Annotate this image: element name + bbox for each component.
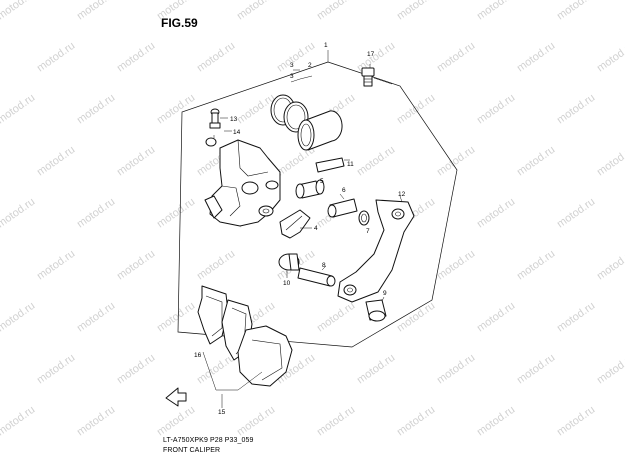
watermark-text: motod.ru bbox=[115, 40, 157, 75]
callout-c13: 13 bbox=[230, 116, 238, 123]
watermark-text: motod.ru bbox=[75, 300, 117, 335]
watermark-layer: motod.ru motod.ru motod.ru motod.ru motod.ru… bbox=[0, 0, 625, 438]
figure-name: FRONT CALIPER bbox=[163, 447, 220, 454]
watermark-text: motod.ru bbox=[155, 0, 197, 22]
callout-c3a: 3 bbox=[290, 62, 294, 69]
watermark-text: motod.ru bbox=[435, 352, 477, 387]
watermark-text: motod.ru bbox=[475, 0, 517, 22]
callout-c7: 7 bbox=[366, 228, 370, 235]
part-pin-11[interactable] bbox=[316, 158, 350, 172]
watermark-text: motod.ru bbox=[555, 404, 597, 439]
callout-c15: 15 bbox=[218, 409, 226, 416]
watermark-text: motod.ru bbox=[595, 248, 625, 283]
watermark-text: motod.ru bbox=[555, 0, 597, 22]
watermark-text: motod.ru bbox=[35, 40, 77, 75]
watermark-text: motod.ru bbox=[35, 248, 77, 283]
watermark-text: motod.ru bbox=[75, 196, 117, 231]
watermark-text: motod.ru bbox=[595, 144, 625, 179]
watermark-text: motod.ru bbox=[0, 196, 37, 231]
watermark-text: motod.ru bbox=[395, 300, 437, 335]
part-spring-4[interactable] bbox=[280, 210, 312, 238]
watermark-text: motod.ru bbox=[155, 196, 197, 231]
watermark-text: motod.ru bbox=[0, 92, 37, 127]
watermark-text: motod.ru bbox=[475, 404, 517, 439]
watermark-text: motod.ru bbox=[395, 404, 437, 439]
watermark-text: motod.ru bbox=[355, 40, 397, 75]
callout-c5: 5 bbox=[320, 178, 324, 185]
callout-c11: 11 bbox=[347, 161, 354, 168]
watermark-text: motod.ru bbox=[555, 196, 597, 231]
watermark-text: motod.ru bbox=[275, 40, 317, 75]
part-bleeder-13[interactable] bbox=[210, 109, 228, 128]
watermark-text: motod.ru bbox=[75, 0, 117, 22]
callout-c10: 10 bbox=[283, 280, 291, 287]
part-pin-8[interactable] bbox=[298, 266, 335, 286]
callout-c6: 6 bbox=[342, 187, 346, 194]
watermark-text: motod.ru bbox=[35, 144, 77, 179]
watermark-text: motod.ru bbox=[475, 300, 517, 335]
callout-c17: 17 bbox=[367, 51, 375, 58]
watermark-text: motod.ru bbox=[75, 92, 117, 127]
front-arrow-icon bbox=[166, 388, 186, 406]
watermark-text: motod.ru bbox=[315, 404, 357, 439]
callout-c3b: 3 bbox=[290, 73, 294, 80]
watermark-text: motod.ru bbox=[555, 92, 597, 127]
watermark-text: motod.ru bbox=[115, 248, 157, 283]
callout-c1: 1 bbox=[324, 42, 328, 49]
watermark-text: motod.ru bbox=[0, 404, 37, 439]
callout-c2: 2 bbox=[308, 62, 312, 69]
watermark-text: motod.ru bbox=[555, 300, 597, 335]
watermark-text: motod.ru bbox=[595, 40, 625, 75]
watermark-text: motod.ru bbox=[315, 300, 357, 335]
watermark-text: motod.ru bbox=[0, 0, 37, 22]
watermark-text: motod.ru bbox=[515, 248, 557, 283]
part-sleeve-6[interactable] bbox=[328, 194, 357, 217]
watermark-text: motod.ru bbox=[475, 92, 517, 127]
watermark-text: motod.ru bbox=[475, 196, 517, 231]
callout-c9: 9 bbox=[383, 290, 387, 297]
part-ring-7[interactable] bbox=[359, 211, 369, 225]
callout-c16: 16 bbox=[194, 352, 202, 359]
callout-c4: 4 bbox=[314, 225, 318, 232]
watermark-text: motod.ru bbox=[195, 40, 237, 75]
watermark-text: motod.ru bbox=[155, 404, 197, 439]
watermark-text: motod.ru bbox=[595, 352, 625, 387]
watermark-text: motod.ru bbox=[515, 144, 557, 179]
watermark-text: motod.ru bbox=[355, 144, 397, 179]
watermark-text: motod.ru bbox=[515, 40, 557, 75]
watermark-text: motod.ru bbox=[235, 404, 277, 439]
figure-code: LT-A750XPK9 P28 P33_059 bbox=[163, 437, 254, 444]
watermark-text: motod.ru bbox=[235, 0, 277, 22]
watermark-text: motod.ru bbox=[75, 404, 117, 439]
watermark-text: motod.ru bbox=[355, 352, 397, 387]
watermark-text: motod.ru bbox=[115, 144, 157, 179]
watermark-text: motod.ru bbox=[35, 352, 77, 387]
watermark-text: motod.ru bbox=[115, 352, 157, 387]
watermark-text: motod.ru bbox=[155, 300, 197, 335]
watermark-text: motod.ru bbox=[315, 0, 357, 22]
watermark-text: motod.ru bbox=[515, 352, 557, 387]
watermark-text: motod.ru bbox=[395, 0, 437, 22]
callout-c12: 12 bbox=[398, 191, 406, 198]
callout-c14: 14 bbox=[233, 129, 241, 136]
watermark-text: motod.ru bbox=[195, 248, 237, 283]
watermark-text: motod.ru bbox=[435, 40, 477, 75]
callout-c8: 8 bbox=[322, 262, 326, 269]
part-cap-14[interactable] bbox=[206, 131, 232, 146]
watermark-text: motod.ru bbox=[0, 300, 37, 335]
part-sleeve-9[interactable] bbox=[366, 297, 386, 321]
